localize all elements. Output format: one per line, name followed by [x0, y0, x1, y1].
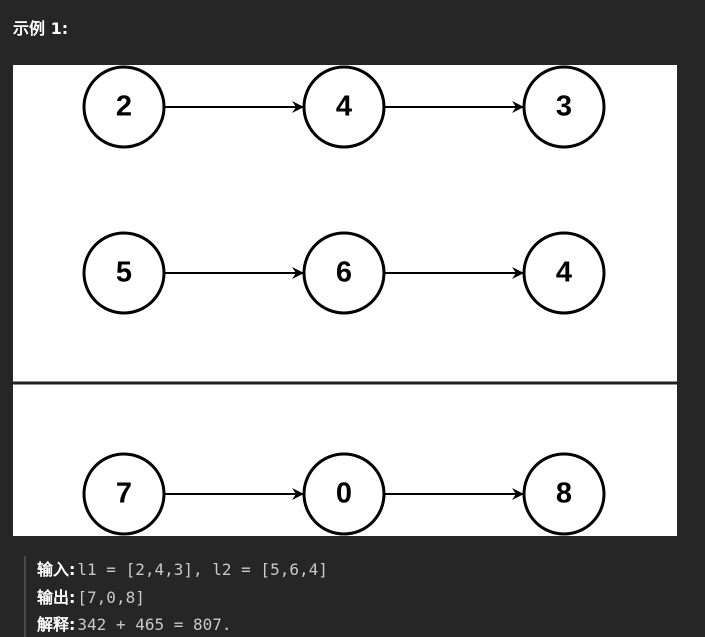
node-circle-row1-2	[302, 65, 386, 149]
node-label-row3-2: 0	[336, 478, 352, 510]
node-label-row3-3: 8	[556, 478, 572, 510]
explanation-row: 解释:342 + 465 = 807.	[37, 612, 232, 637]
linked-list-diagram: 2 4 3 5 6 4 7 0 8	[13, 65, 677, 536]
node-label-row1-3: 3	[556, 91, 572, 123]
node-circle-row2-2	[302, 231, 386, 315]
node-circle-row3-1	[82, 452, 166, 536]
input-row: 输入:l1 = [2,4,3], l2 = [5,6,4]	[37, 557, 328, 583]
node-label-row2-2: 6	[336, 257, 352, 289]
node-label-row1-1: 2	[116, 91, 132, 123]
explanation-value: 342 + 465 = 807.	[77, 615, 232, 634]
node-label-row3-1: 7	[116, 478, 132, 510]
node-label-row1-2: 4	[336, 91, 352, 123]
node-circle-row1-1	[82, 65, 166, 149]
node-label-row2-1: 5	[116, 257, 132, 289]
node-label-row2-3: 4	[556, 257, 572, 289]
example-details: 输入:l1 = [2,4,3], l2 = [5,6,4] 输出:[7,0,8]…	[24, 556, 686, 637]
output-row: 输出:[7,0,8]	[37, 585, 145, 611]
output-label: 输出:	[37, 588, 76, 607]
input-value: l1 = [2,4,3], l2 = [5,6,4]	[77, 560, 328, 579]
node-circle-row2-3	[522, 231, 606, 315]
node-circle-row3-2	[302, 452, 386, 536]
node-circle-row1-3	[522, 65, 606, 149]
output-value: [7,0,8]	[77, 588, 145, 607]
explanation-label: 解释:	[37, 615, 76, 634]
node-circle-row2-1	[82, 231, 166, 315]
node-circle-row3-3	[522, 452, 606, 536]
diagram-canvas: 2 4 3 5 6 4 7 0 8	[13, 65, 677, 536]
input-label: 输入:	[37, 560, 76, 579]
example-title: 示例 1:	[13, 19, 69, 38]
